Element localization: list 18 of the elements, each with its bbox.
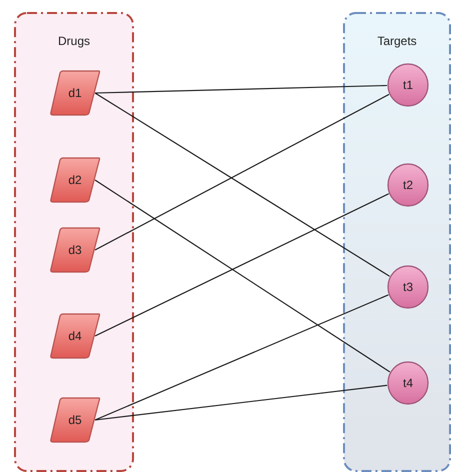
connector-line bbox=[94, 384, 388, 421]
connector-line bbox=[94, 92, 390, 277]
connector-line bbox=[94, 84, 388, 94]
connector-line bbox=[94, 294, 389, 420]
node-label: t1 bbox=[402, 78, 414, 92]
group-title: Drugs bbox=[56, 34, 91, 48]
connector-line bbox=[94, 180, 390, 372]
node-label: d3 bbox=[67, 243, 83, 257]
node-label: d2 bbox=[67, 173, 83, 187]
node-label: t4 bbox=[402, 376, 414, 390]
node-label: d5 bbox=[67, 413, 83, 427]
connector-line bbox=[94, 94, 390, 250]
node-label: d1 bbox=[67, 86, 83, 100]
node-label: t2 bbox=[402, 178, 414, 192]
node-label: t3 bbox=[402, 280, 414, 294]
connector-line bbox=[94, 193, 389, 336]
group-title: Targets bbox=[376, 34, 418, 48]
node-label: d4 bbox=[67, 329, 83, 343]
